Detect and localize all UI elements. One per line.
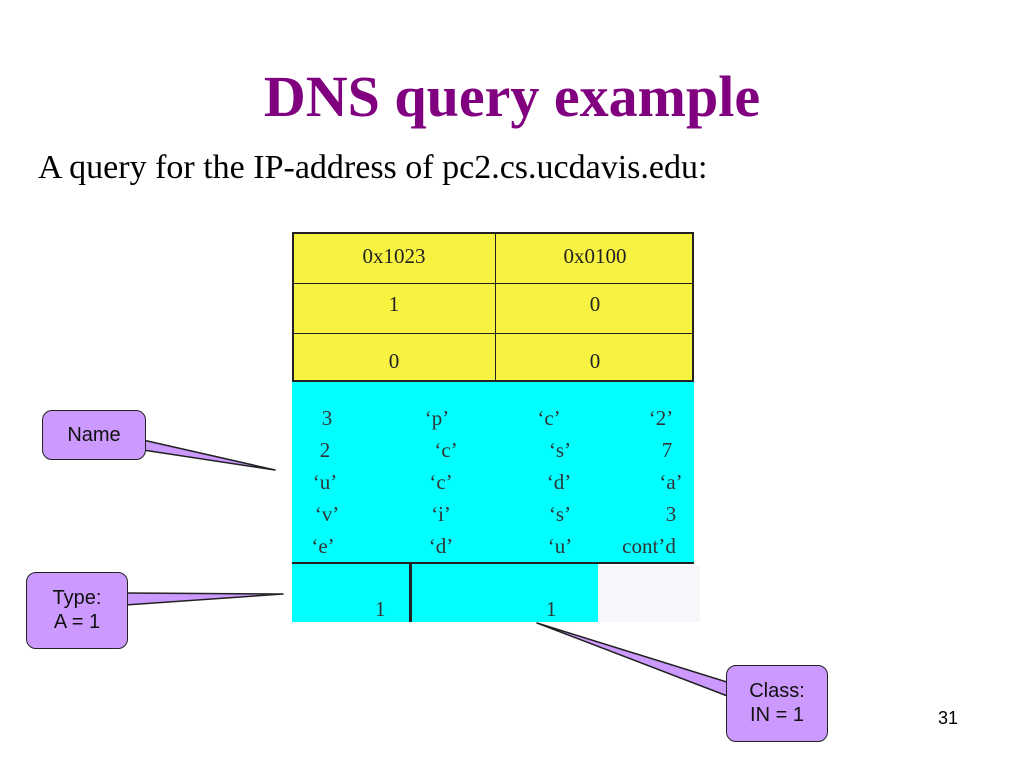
name-byte: ‘2’ bbox=[648, 406, 674, 430]
name-callout-pointer bbox=[142, 439, 276, 471]
name-byte: cont’d bbox=[622, 534, 676, 558]
name-byte: ‘c’ bbox=[537, 406, 561, 430]
type-callout: Type: A = 1 bbox=[26, 572, 128, 649]
name-byte: ‘d’ bbox=[428, 534, 454, 558]
dns-header-fields: 0x1023 0x0100 1 0 0 0 bbox=[292, 232, 694, 382]
empty-cell bbox=[598, 566, 700, 622]
flags-field: 0x0100 bbox=[563, 244, 627, 268]
column-divider bbox=[409, 564, 412, 622]
page-number: 31 bbox=[938, 708, 959, 728]
type-callout-pointer bbox=[125, 592, 284, 606]
name-byte: 2 bbox=[319, 438, 331, 462]
name-byte: ‘c’ bbox=[434, 438, 458, 462]
num-questions-field: 1 bbox=[388, 292, 400, 316]
name-byte: ‘v’ bbox=[314, 502, 340, 526]
query-name-field: 3 ‘p’ ‘c’ ‘2’ 2 ‘c’ ‘s’ 7 ‘u’ ‘c’ ‘d’ ‘a… bbox=[292, 382, 694, 564]
identification-field: 0x1023 bbox=[362, 244, 426, 268]
num-answers-field: 0 bbox=[589, 292, 601, 316]
name-byte: ‘s’ bbox=[548, 438, 572, 462]
name-byte: ‘e’ bbox=[311, 534, 335, 558]
name-byte: ‘d’ bbox=[546, 470, 572, 494]
num-authority-field: 0 bbox=[388, 349, 400, 373]
name-byte: ‘p’ bbox=[424, 406, 450, 430]
num-additional-field: 0 bbox=[589, 349, 601, 373]
type-callout-value: A = 1 bbox=[53, 611, 101, 633]
name-byte: 7 bbox=[661, 438, 673, 462]
query-type-value: 1 bbox=[375, 597, 386, 621]
class-callout-label: Class: bbox=[749, 680, 805, 702]
name-byte: ‘s’ bbox=[548, 502, 572, 526]
class-callout-pointer bbox=[536, 622, 731, 698]
column-divider bbox=[495, 234, 496, 380]
slide-subtitle: A query for the IP-address of pc2.cs.ucd… bbox=[38, 149, 708, 186]
slide-title: DNS query example bbox=[263, 64, 761, 129]
class-callout: Class: IN = 1 bbox=[726, 665, 828, 742]
name-byte: ‘u’ bbox=[547, 534, 573, 558]
name-byte: 3 bbox=[665, 502, 677, 526]
query-type-class-field: 1 1 bbox=[292, 564, 598, 622]
name-callout-label: Name bbox=[67, 424, 121, 446]
name-byte: ‘u’ bbox=[312, 470, 338, 494]
name-byte: ‘c’ bbox=[429, 470, 453, 494]
row-divider bbox=[294, 283, 692, 284]
class-callout-value: IN = 1 bbox=[750, 704, 804, 726]
name-byte: 3 bbox=[321, 406, 333, 430]
name-byte: ‘i’ bbox=[431, 502, 451, 526]
row-divider bbox=[292, 562, 694, 564]
name-callout: Name bbox=[42, 410, 146, 460]
type-callout-label: Type: bbox=[52, 587, 102, 609]
query-class-value: 1 bbox=[546, 597, 557, 621]
name-byte: ‘a’ bbox=[659, 470, 683, 494]
row-divider bbox=[294, 333, 692, 334]
